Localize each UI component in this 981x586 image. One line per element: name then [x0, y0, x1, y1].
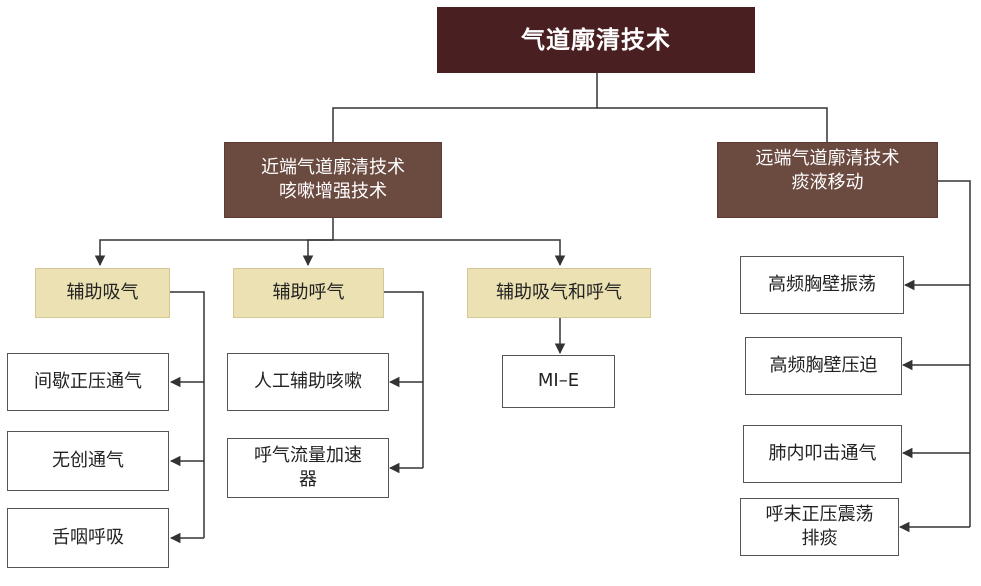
root-label: 气道廓清技术	[521, 25, 671, 54]
leaf-ipv-label: 肺内叩击通气	[768, 442, 877, 464]
connector-root-to-distal	[597, 107, 828, 142]
leaf-peep-oscillation-line2: 排痰	[801, 528, 838, 549]
leaf-flow-accelerator-line1: 呼气流量加速	[254, 444, 362, 466]
leaf-flow-accelerator-line2: 器	[299, 469, 317, 490]
leaf-ipv: 肺内叩击通气	[743, 425, 902, 483]
connector-exhale-rail	[384, 291, 424, 468]
assist-exhale-label: 辅助呼气	[272, 281, 345, 303]
leaf-manual-cough-label: 人工辅助咳嗽	[254, 370, 362, 392]
connector-distal-rail	[938, 180, 971, 527]
connector-to-assist-both	[333, 239, 566, 267]
leaf-manual-cough: 人工辅助咳嗽	[227, 353, 389, 411]
distal-line1: 远端气道廓清技术	[755, 148, 900, 169]
leaf-mie: MI–E	[502, 355, 615, 408]
leaf-glossopharyngeal: 舌咽呼吸	[7, 508, 169, 568]
leaf-mie-label: MI–E	[537, 370, 580, 392]
proximal-line2: 咳嗽增强技术	[279, 181, 387, 202]
assist-inhale-label: 辅助吸气	[66, 281, 139, 303]
proximal-airway-node: 近端气道廓清技术 咳嗽增强技术	[224, 142, 442, 218]
leaf-ippv: 间歇正压通气	[7, 353, 169, 411]
proximal-line1: 近端气道廓清技术	[261, 156, 405, 178]
assist-both-node: 辅助吸气和呼气	[467, 268, 651, 318]
leaf-hfcwo-label: 高频胸壁振荡	[768, 273, 876, 295]
leaf-hfcwo: 高频胸壁振荡	[740, 256, 904, 314]
root-node: 气道廓清技术	[437, 7, 755, 73]
leaf-hfcwc-label: 高频胸壁压迫	[769, 354, 878, 376]
leaf-flow-accelerator: 呼气流量加速 器	[227, 438, 389, 498]
connector-root-to-branches	[332, 73, 598, 142]
connector-inhale-rail	[170, 291, 205, 538]
leaf-peep-oscillation-line1: 呼末正压震荡	[765, 503, 874, 525]
distal-line2: 痰液移动	[791, 172, 864, 194]
leaf-niv-label: 无创通气	[52, 449, 124, 471]
assist-both-label: 辅助吸气和呼气	[496, 281, 622, 303]
leaf-peep-oscillation: 呼末正压震荡 排痰	[740, 498, 899, 556]
assist-exhale-node: 辅助呼气	[233, 268, 384, 318]
leaf-hfcwc: 高频胸壁压迫	[745, 337, 902, 395]
distal-airway-node: 远端气道廓清技术 痰液移动	[717, 142, 938, 218]
connector-proximal-split	[94, 218, 334, 267]
leaf-glossopharyngeal-label: 舌咽呼吸	[52, 526, 124, 548]
leaf-ippv-label: 间歇正压通气	[34, 370, 142, 392]
leaf-niv: 无创通气	[7, 431, 169, 491]
assist-inhale-node: 辅助吸气	[35, 268, 170, 318]
connector-to-assist-exhale	[302, 239, 333, 267]
